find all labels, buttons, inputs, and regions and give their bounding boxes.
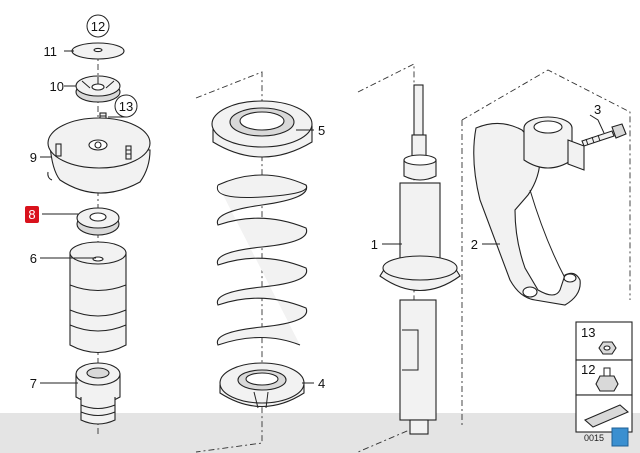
coil-spring[interactable] <box>216 174 308 346</box>
part-2-knuckle[interactable] <box>473 116 585 306</box>
callout-8: 8 <box>28 207 36 222</box>
corner-badge-icon <box>611 427 629 447</box>
callout-9: 9 <box>30 150 37 165</box>
callout-5: 5 <box>318 123 325 138</box>
legend-13: 13 <box>581 325 595 340</box>
part-11-washer[interactable] <box>71 42 125 60</box>
callout-4: 4 <box>318 376 325 391</box>
callout-13-bubble: 13 <box>114 94 138 118</box>
callout-13: 13 <box>119 99 133 114</box>
callout-3: 3 <box>594 102 601 117</box>
leader-lines <box>40 50 605 384</box>
legend-box <box>575 321 633 433</box>
part-10-rubber-mount[interactable] <box>75 75 121 103</box>
callout-7: 7 <box>30 376 37 391</box>
callout-12: 12 <box>91 19 105 34</box>
part-3-bolt[interactable] <box>581 123 627 147</box>
part-9-strut-mount[interactable] <box>47 117 151 194</box>
part-7-bump-stop[interactable] <box>75 362 121 425</box>
part-4-lower-spring-seat[interactable] <box>219 362 305 409</box>
callout-6: 6 <box>30 251 37 266</box>
part-5-upper-spring-seat[interactable] <box>211 100 313 158</box>
diagram-code: 0015 <box>584 433 604 443</box>
callout-1: 1 <box>371 237 378 252</box>
part-6-dust-boot[interactable] <box>69 241 127 354</box>
part-1-shock-absorber[interactable] <box>379 84 461 435</box>
part-8-ring[interactable] <box>76 207 120 236</box>
legend-12: 12 <box>581 362 595 377</box>
callout-10: 10 <box>50 79 64 94</box>
callout-12-bubble: 12 <box>86 14 110 38</box>
guide-lines <box>97 50 631 453</box>
highlighted-part-8[interactable]: 8 <box>25 206 39 223</box>
callout-11: 11 <box>44 44 58 59</box>
callout-2: 2 <box>471 237 478 252</box>
